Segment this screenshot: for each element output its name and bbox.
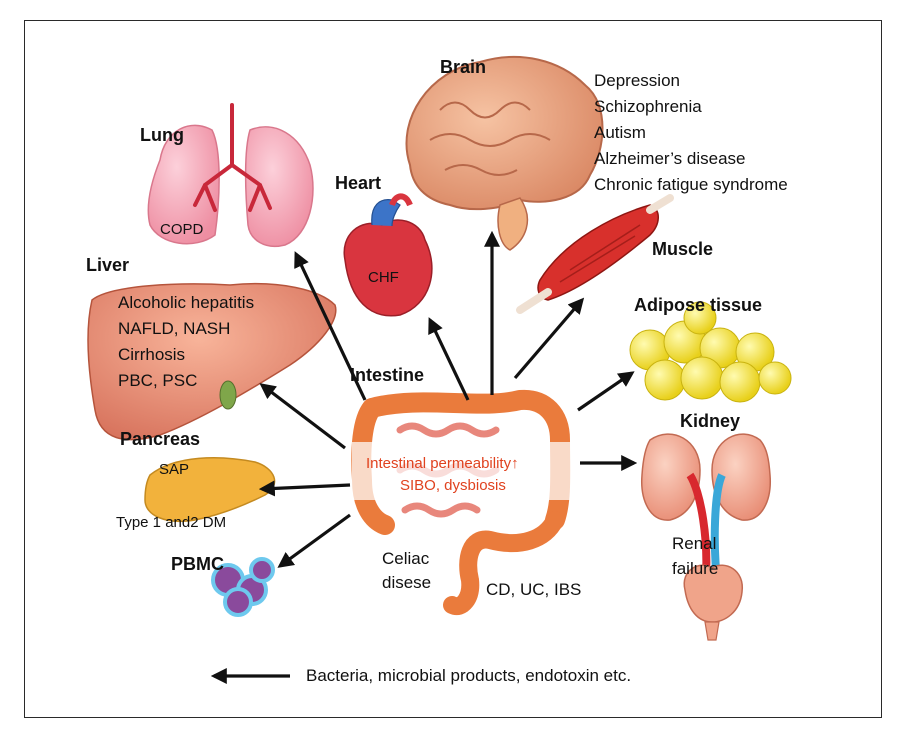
liver-disease-list: Alcoholic hepatitis NAFLD, NASH Cirrhosi… xyxy=(118,290,254,394)
pancreas-label: Pancreas xyxy=(120,430,200,448)
arrow-to-adipose xyxy=(578,373,632,410)
liver-disease-item: Cirrhosis xyxy=(118,342,254,368)
brain-disease-item: Autism xyxy=(594,120,788,146)
arrow-to-liver xyxy=(262,385,345,448)
brain-label: Brain xyxy=(440,58,486,76)
liver-disease-item: NAFLD, NASH xyxy=(118,316,254,342)
celiac-disease-label: Celiac disese xyxy=(382,547,431,595)
kidney-label: Kidney xyxy=(680,412,740,430)
ibd-ibs-label: CD, UC, IBS xyxy=(486,581,581,598)
muscle-label: Muscle xyxy=(652,240,713,258)
liver-disease-item: PBC, PSC xyxy=(118,368,254,394)
pancreas-disease-dm: Type 1 and2 DM xyxy=(116,515,226,530)
brain-disease-item: Alzheimer’s disease xyxy=(594,146,788,172)
pbmc-label: PBMC xyxy=(171,555,224,573)
muscle-illustration xyxy=(520,198,670,310)
intestine-label: Intestine xyxy=(350,366,424,384)
liver-disease-item: Alcoholic hepatitis xyxy=(118,290,254,316)
heart-label: Heart xyxy=(335,174,381,192)
brain-disease-list: Depression Schizophrenia Autism Alzheime… xyxy=(594,68,788,198)
arrow-to-pbmc xyxy=(280,515,350,566)
arrow-to-muscle xyxy=(515,300,582,378)
lung-disease: COPD xyxy=(160,222,203,237)
brain-disease-item: Schizophrenia xyxy=(594,94,788,120)
arrow-to-heart xyxy=(430,320,468,400)
sibo-dysbiosis-text: SIBO, dysbiosis xyxy=(400,478,506,493)
adipose-illustration xyxy=(630,302,791,402)
brain-illustration xyxy=(406,57,602,250)
adipose-tissue-label: Adipose tissue xyxy=(634,296,762,314)
kidney-disease: Renal failure xyxy=(672,531,718,581)
lung-label: Lung xyxy=(140,126,184,144)
heart-disease: CHF xyxy=(368,270,399,285)
intestinal-permeability-text: Intestinal permeability↑ xyxy=(366,456,519,471)
brain-disease-item: Depression xyxy=(594,68,788,94)
liver-label: Liver xyxy=(86,256,129,274)
legend-text: Bacteria, microbial products, endotoxin … xyxy=(306,667,631,684)
pancreas-disease-sap: SAP xyxy=(159,462,189,477)
arrow-to-pancreas xyxy=(262,485,350,489)
heart-illustration xyxy=(344,196,432,315)
brain-disease-item: Chronic fatigue syndrome xyxy=(594,172,788,198)
